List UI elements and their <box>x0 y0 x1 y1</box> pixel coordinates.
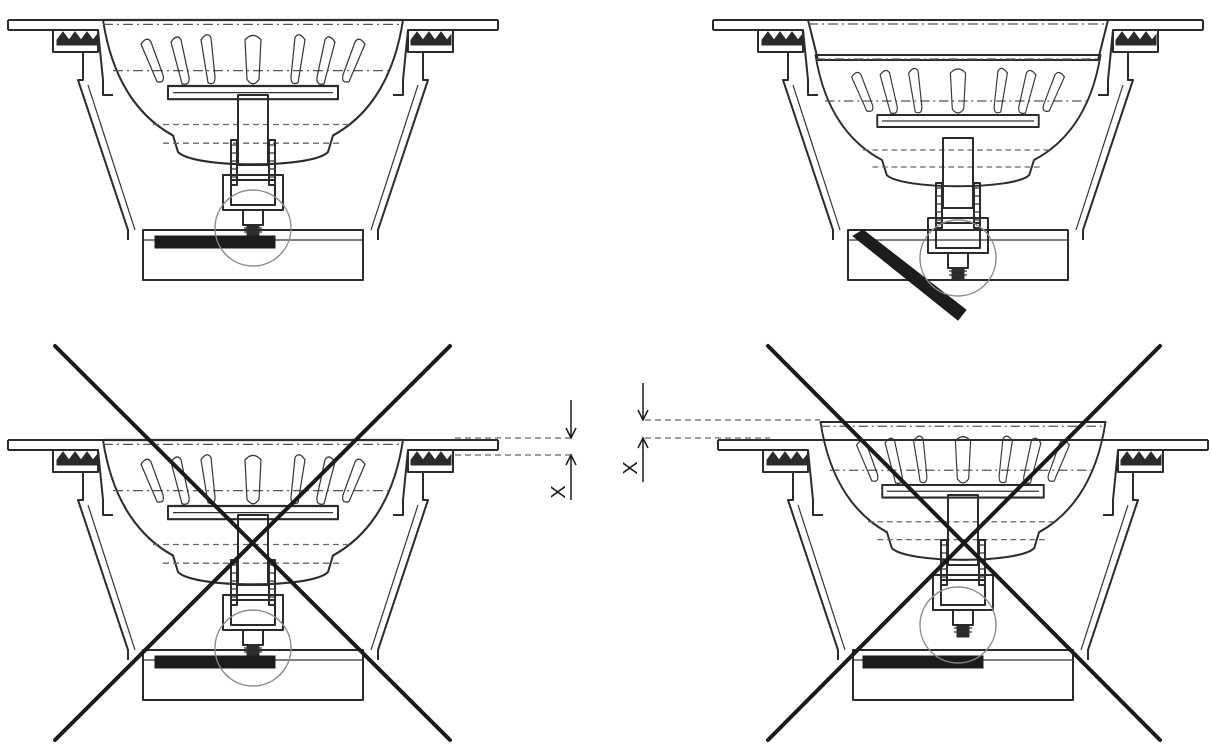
strainer-stem <box>927 137 989 281</box>
panel-bottom-left <box>7 438 499 701</box>
strainer-basket <box>101 438 405 586</box>
detail-circle-icon <box>214 609 292 687</box>
panel-top-right <box>712 19 1204 321</box>
strainer-basket <box>101 18 405 166</box>
strainer-stem <box>222 94 284 238</box>
strainer-basket <box>814 54 1102 188</box>
strainer-stem <box>222 514 284 658</box>
detail-circle-icon <box>919 219 997 297</box>
dimension-label: X <box>548 485 570 498</box>
panel-bottom-right <box>717 420 1209 701</box>
dimension-label: X <box>620 461 642 474</box>
lever-arm <box>862 655 984 669</box>
cross-mark-icon <box>766 344 1162 742</box>
lever-arm <box>154 655 276 669</box>
cross-mark-icon <box>53 344 452 742</box>
dimension-arrow-icon: X <box>455 400 577 500</box>
lever-arm <box>852 229 967 321</box>
panel-top-left <box>7 18 499 281</box>
lever-arm <box>154 235 276 249</box>
detail-circle-icon <box>214 189 292 267</box>
dimension-arrow-icon: X <box>620 383 820 482</box>
detail-circle-icon <box>919 586 997 664</box>
